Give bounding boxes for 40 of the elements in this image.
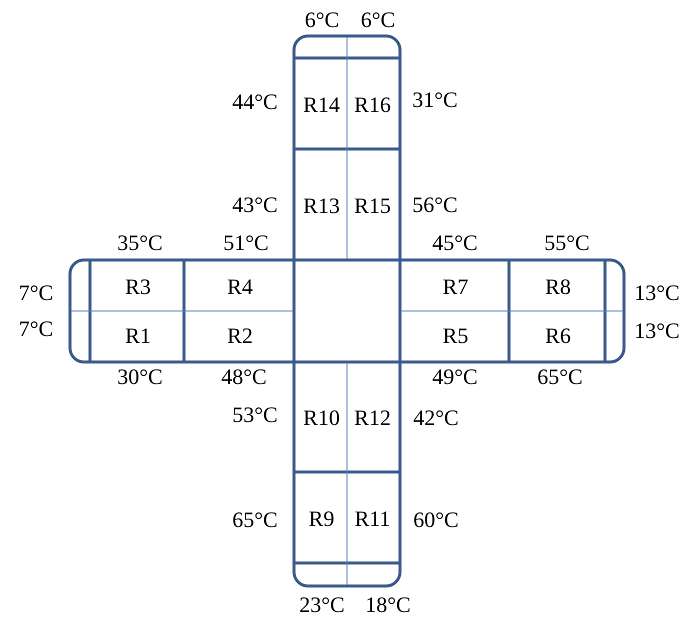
room-cell: R3 (92, 262, 184, 311)
temperature-label: 55°C (544, 232, 590, 254)
temperature-label: 53°C (232, 404, 278, 426)
room-cell: R2 (186, 311, 294, 360)
room-cell: R5 (402, 311, 509, 360)
temperature-label: 49°C (432, 366, 478, 388)
temperature-label: 30°C (117, 366, 163, 388)
temperature-label: 18°C (365, 594, 411, 616)
room-cell: R6 (511, 311, 605, 360)
temperature-label: 7°C (18, 282, 54, 304)
temperature-label: 44°C (232, 91, 278, 113)
room-cell: R12 (347, 364, 398, 472)
temperature-label: 13°C (634, 320, 680, 342)
temperature-label: 45°C (432, 232, 478, 254)
temperature-label: 60°C (413, 509, 459, 531)
temperature-label: 23°C (299, 594, 345, 616)
room-cell: R7 (402, 262, 509, 311)
room-cell: R8 (511, 262, 605, 311)
room-cell: R13 (296, 151, 347, 260)
room-cell: R1 (92, 311, 184, 360)
temperature-label: 48°C (221, 366, 267, 388)
room-cell: R4 (186, 262, 294, 311)
temperature-label: 65°C (537, 366, 583, 388)
temperature-label: 6°C (360, 9, 396, 31)
room-cell: R9 (296, 474, 347, 563)
temperature-label: 6°C (304, 9, 340, 31)
temperature-label: 56°C (412, 194, 458, 216)
room-cell: R10 (296, 364, 347, 472)
temperature-label: 13°C (634, 282, 680, 304)
room-cell: R11 (347, 474, 398, 563)
temperature-label: 51°C (223, 232, 269, 254)
temperature-label: 42°C (413, 407, 459, 429)
temperature-label: 43°C (232, 194, 278, 216)
room-cell: R14 (296, 60, 347, 149)
temperature-label: 65°C (232, 509, 278, 531)
room-cell: R16 (347, 60, 398, 149)
temperature-label: 35°C (117, 232, 163, 254)
room-cell: R15 (347, 151, 398, 260)
temperature-label: 31°C (412, 89, 458, 111)
temperature-label: 7°C (18, 318, 54, 340)
